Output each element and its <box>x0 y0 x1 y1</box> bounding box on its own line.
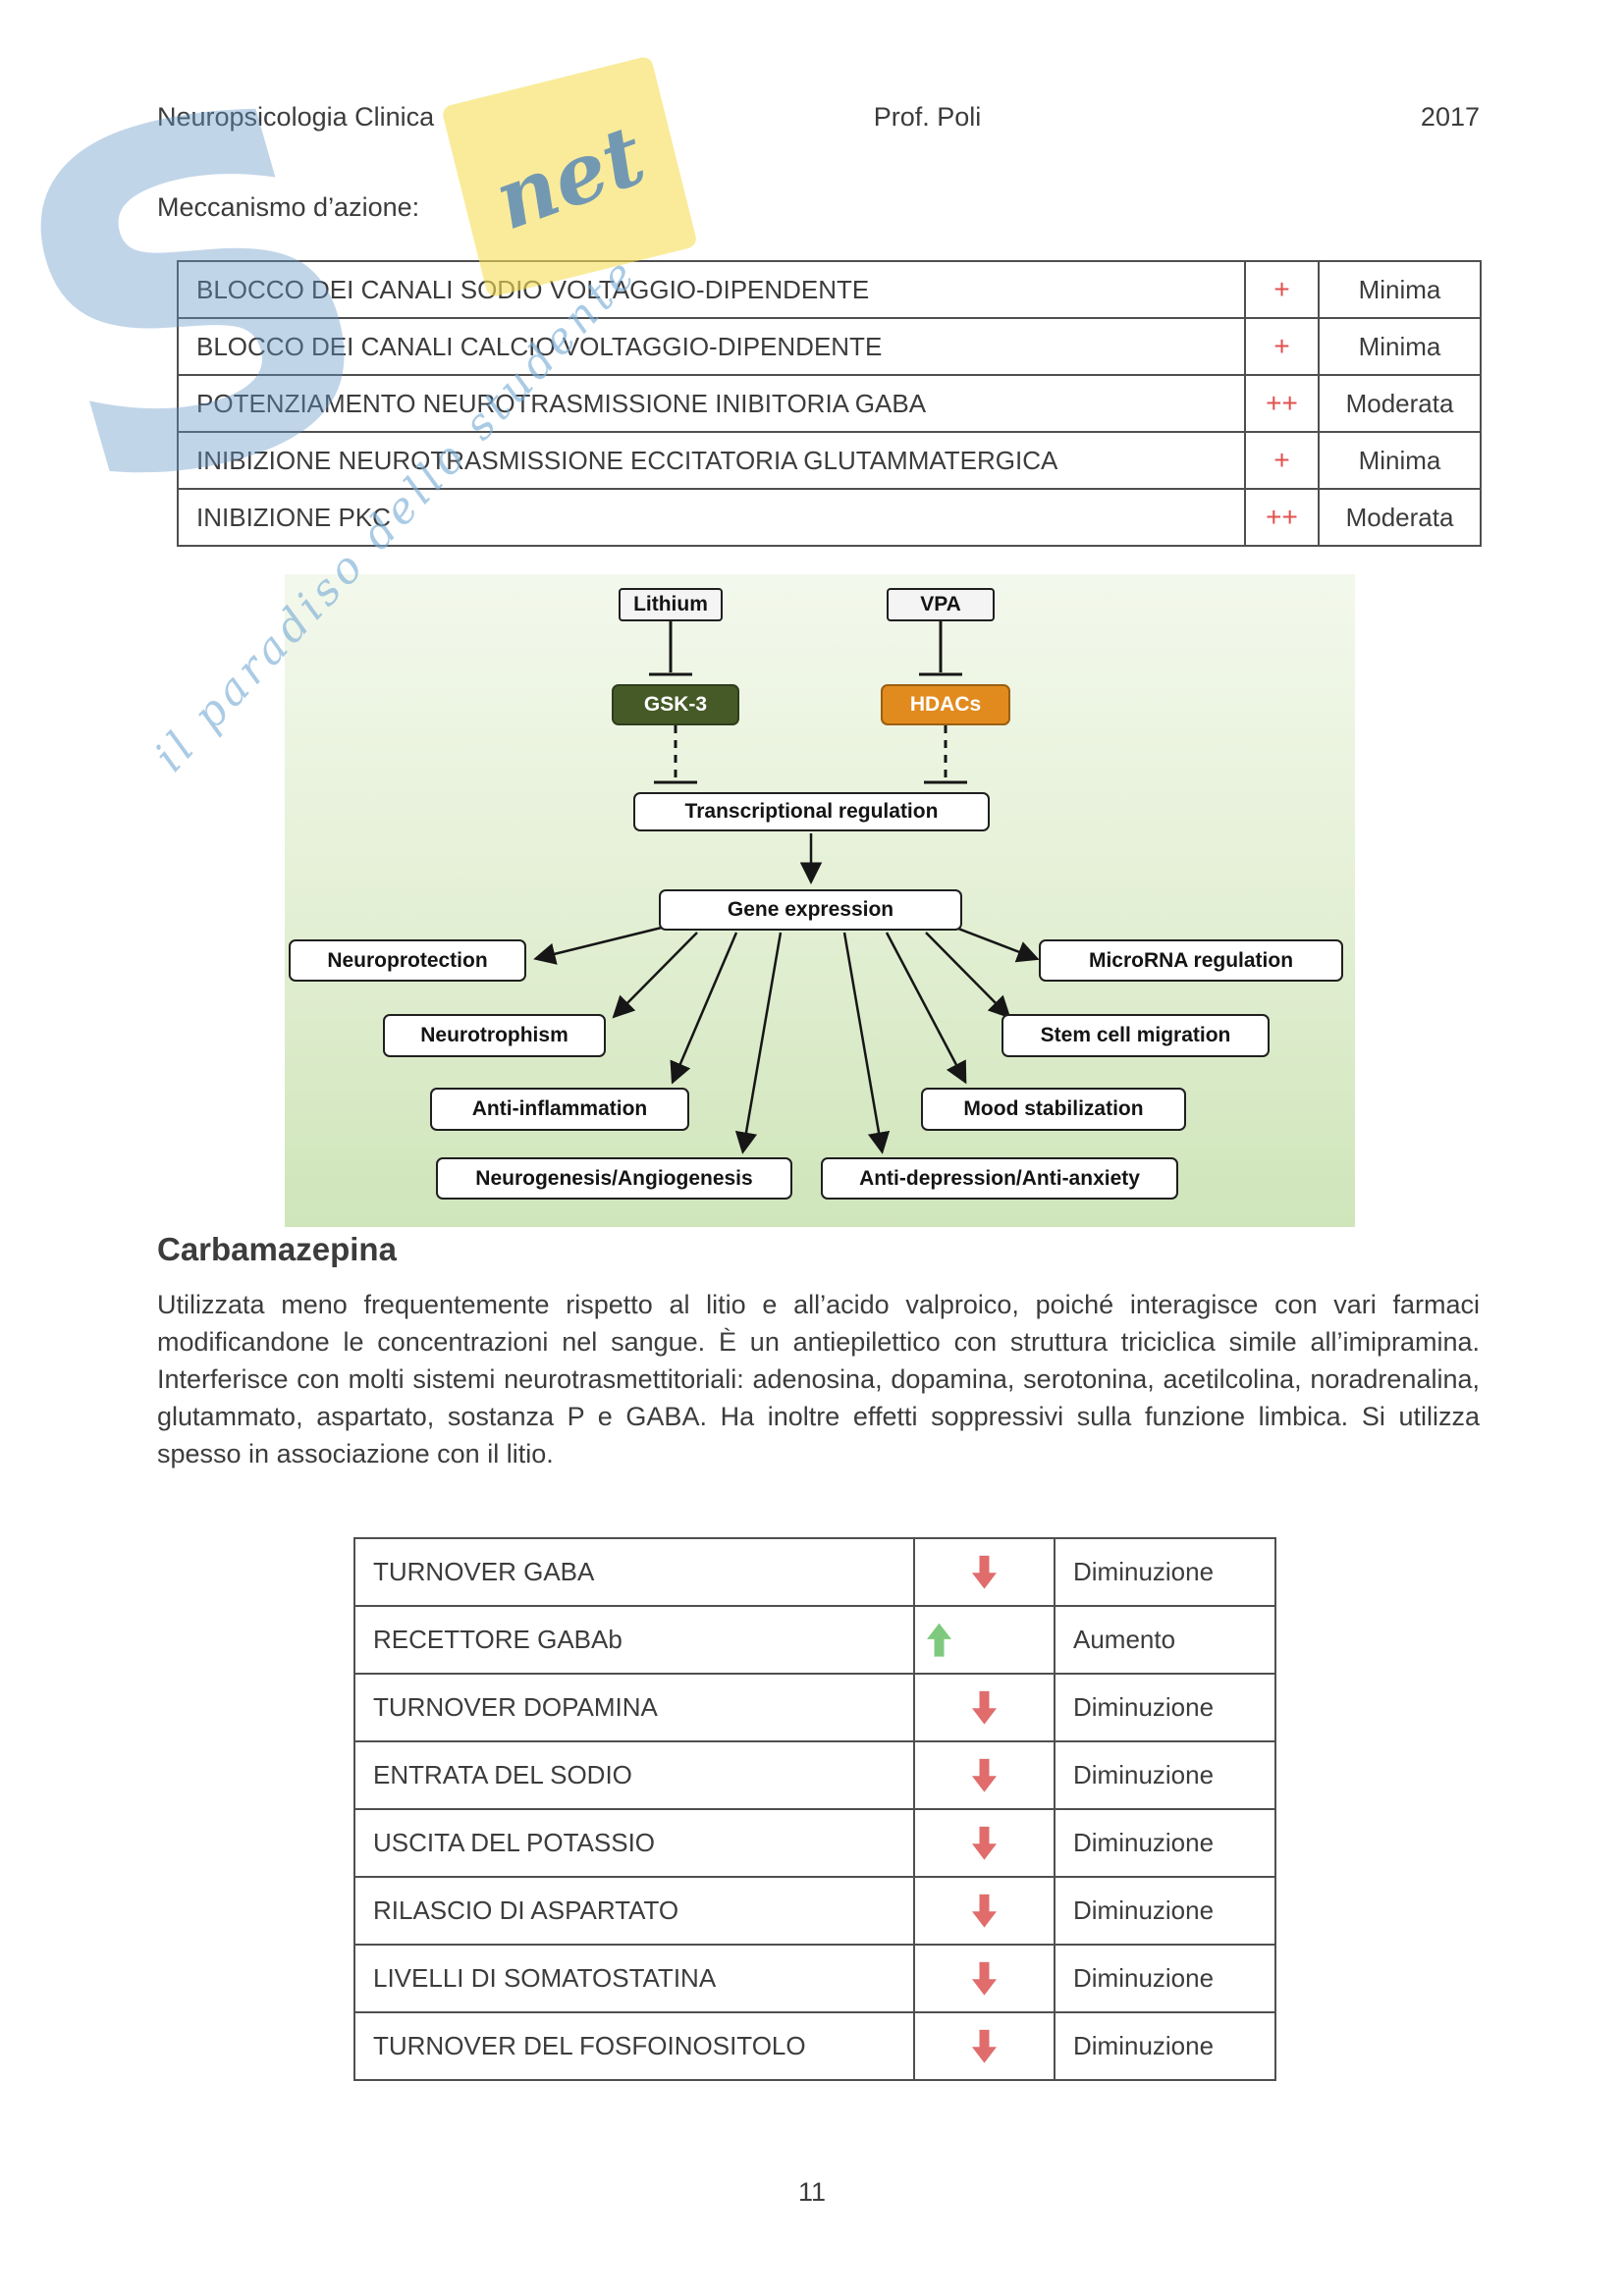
down-arrow-icon <box>972 1894 997 1928</box>
mechanism-extent: Minima <box>1318 260 1482 319</box>
effect-arrow-cell <box>913 2011 1056 2081</box>
down-arrow-icon <box>972 2029 997 2063</box>
effect-label: USCITA DEL POTASSIO <box>353 1808 915 1878</box>
header-course-title: Neuropsicologia Clinica <box>157 102 435 132</box>
effect-value: Diminuzione <box>1054 1537 1276 1607</box>
diagram-node-stem-cell-migration: Stem cell migration <box>1001 1014 1270 1057</box>
diagram-node-neurotrophism: Neurotrophism <box>383 1014 606 1057</box>
diagram-node-anti-inflammation: Anti-inflammation <box>430 1088 689 1131</box>
mechanism-label: INIBIZIONE PKC <box>177 488 1246 547</box>
mechanism-label: BLOCCO DEI CANALI CALCIO VOLTAGGIO-DIPEN… <box>177 317 1246 376</box>
table-row: TURNOVER DEL FOSFOINOSITOLO Diminuzione <box>353 2011 1276 2081</box>
table-row: RECETTORE GABAb Aumento <box>353 1605 1276 1675</box>
mechanism-extent: Moderata <box>1318 374 1482 433</box>
down-arrow-icon <box>972 1758 997 1792</box>
mechanism-diagram: Lithium VPA GSK-3 HDACs Transcriptional … <box>285 574 1355 1227</box>
diagram-node-gene-expression: Gene expression <box>659 889 962 931</box>
diagram-node-transcriptional-regulation: Transcriptional regulation <box>633 792 990 831</box>
effect-label: TURNOVER GABA <box>353 1537 915 1607</box>
mechanism-strength: ++ <box>1244 488 1320 547</box>
effect-arrow-cell <box>913 1537 1056 1607</box>
table-row: BLOCCO DEI CANALI SODIO VOLTAGGIO-DIPEND… <box>177 260 1482 319</box>
table-row: RILASCIO DI ASPARTATO Diminuzione <box>353 1876 1276 1946</box>
table-row: TURNOVER GABA Diminuzione <box>353 1537 1276 1607</box>
down-arrow-icon <box>972 1826 997 1860</box>
effect-value: Diminuzione <box>1054 2011 1276 2081</box>
effect-value: Diminuzione <box>1054 1673 1276 1742</box>
table-row: USCITA DEL POTASSIO Diminuzione <box>353 1808 1276 1878</box>
effect-value: Diminuzione <box>1054 1808 1276 1878</box>
carbamazepina-heading: Carbamazepina <box>157 1231 397 1267</box>
mechanism-extent: Minima <box>1318 431 1482 490</box>
effect-arrow-cell <box>913 1673 1056 1742</box>
effect-value: Aumento <box>1054 1605 1276 1675</box>
diagram-node-anti-depression-anti-anxiety: Anti-depression/Anti-anxiety <box>821 1157 1178 1200</box>
effect-arrow-cell <box>913 1944 1056 2013</box>
mechanism-label: POTENZIAMENTO NEUROTRASMISSIONE INIBITOR… <box>177 374 1246 433</box>
effect-label: RECETTORE GABAb <box>353 1605 915 1675</box>
table-row: ENTRATA DEL SODIO Diminuzione <box>353 1740 1276 1810</box>
effects-table: TURNOVER GABA Diminuzione RECETTORE GABA… <box>353 1537 1276 2081</box>
diagram-node-microrna-regulation: MicroRNA regulation <box>1039 939 1343 982</box>
mechanism-strength: + <box>1244 317 1320 376</box>
table-row: LIVELLI DI SOMATOSTATINA Diminuzione <box>353 1944 1276 2013</box>
mechanism-strength: + <box>1244 260 1320 319</box>
effect-arrow-cell <box>913 1876 1056 1946</box>
table-row: BLOCCO DEI CANALI CALCIO VOLTAGGIO-DIPEN… <box>177 317 1482 376</box>
diagram-node-vpa: VPA <box>887 588 995 621</box>
carbamazepina-paragraph: Utilizzata meno frequentemente rispetto … <box>157 1290 1480 1468</box>
effect-arrow-cell <box>913 1740 1056 1810</box>
down-arrow-icon <box>972 1961 997 1996</box>
header-professor: Prof. Poli <box>873 102 982 132</box>
page-header: Neuropsicologia Clinica Prof. Poli 2017 <box>157 102 1480 133</box>
effect-label: TURNOVER DOPAMINA <box>353 1673 915 1742</box>
mechanism-strength: ++ <box>1244 374 1320 433</box>
effect-label: ENTRATA DEL SODIO <box>353 1740 915 1810</box>
mechanism-label: INIBIZIONE NEUROTRASMISSIONE ECCITATORIA… <box>177 431 1246 490</box>
diagram-node-mood-stabilization: Mood stabilization <box>921 1088 1186 1131</box>
effect-label: RILASCIO DI ASPARTATO <box>353 1876 915 1946</box>
mechanism-extent: Minima <box>1318 317 1482 376</box>
diagram-node-neurogenesis-angiogenesis: Neurogenesis/Angiogenesis <box>436 1157 792 1200</box>
up-arrow-icon <box>927 1623 951 1657</box>
mechanism-label: BLOCCO DEI CANALI SODIO VOLTAGGIO-DIPEND… <box>177 260 1246 319</box>
table-row: INIBIZIONE NEUROTRASMISSIONE ECCITATORIA… <box>177 431 1482 490</box>
down-arrow-icon <box>972 1555 997 1589</box>
table-row: INIBIZIONE PKC ++ Moderata <box>177 488 1482 547</box>
table-row: POTENZIAMENTO NEUROTRASMISSIONE INIBITOR… <box>177 374 1482 433</box>
effect-value: Diminuzione <box>1054 1740 1276 1810</box>
page-number: 11 <box>797 2177 827 2207</box>
effect-value: Diminuzione <box>1054 1944 1276 2013</box>
diagram-node-neuroprotection: Neuroprotection <box>289 939 526 982</box>
header-year: 2017 <box>1420 102 1480 132</box>
effect-arrow-cell <box>913 1808 1056 1878</box>
diagram-node-lithium: Lithium <box>619 588 723 621</box>
mechanism-table: BLOCCO DEI CANALI SODIO VOLTAGGIO-DIPEND… <box>177 260 1482 547</box>
diagram-arrows <box>533 621 1040 1154</box>
effect-arrow-cell <box>913 1605 1056 1675</box>
mechanism-strength: + <box>1244 431 1320 490</box>
section-title: Meccanismo d’azione: <box>157 192 420 222</box>
table-row: TURNOVER DOPAMINA Diminuzione <box>353 1673 1276 1742</box>
down-arrow-icon <box>972 1690 997 1725</box>
diagram-node-gsk3: GSK-3 <box>612 684 739 725</box>
mechanism-extent: Moderata <box>1318 488 1482 547</box>
effect-value: Diminuzione <box>1054 1876 1276 1946</box>
effect-label: TURNOVER DEL FOSFOINOSITOLO <box>353 2011 915 2081</box>
effect-label: LIVELLI DI SOMATOSTATINA <box>353 1944 915 2013</box>
diagram-node-hdacs: HDACs <box>881 684 1010 725</box>
